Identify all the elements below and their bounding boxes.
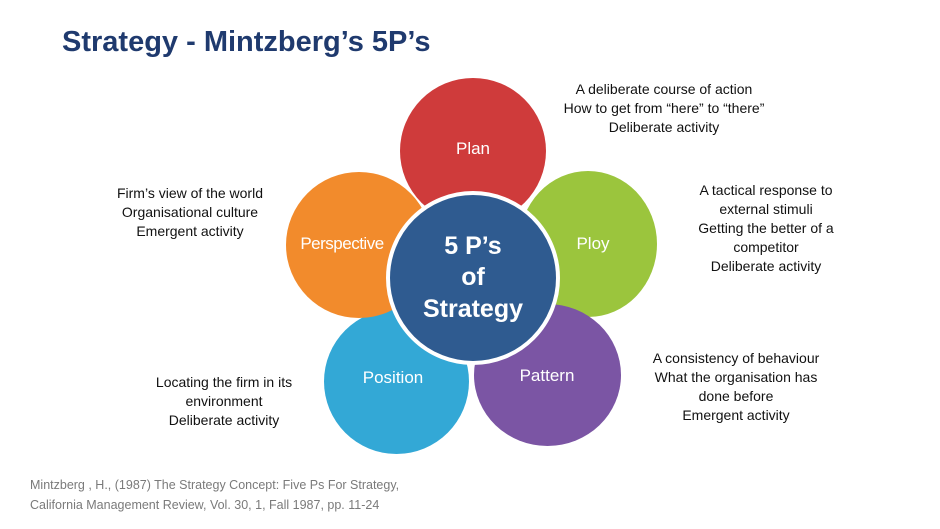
center-line-2: of	[461, 263, 485, 292]
description-line: environment	[185, 393, 263, 409]
description-line: Getting the better of a	[698, 220, 834, 236]
center-line-1: 5 P’s	[444, 232, 502, 261]
description-line: Organisational culture	[121, 204, 259, 220]
page-title: Strategy - Mintzberg’s 5P’s	[62, 26, 431, 58]
plan-label: Plan	[455, 139, 491, 158]
description-line: What the organisation has	[654, 369, 818, 385]
description-line: Firm’s view of the world	[116, 185, 263, 201]
description-line: Deliberate activity	[168, 412, 280, 428]
pattern-label: Pattern	[519, 366, 575, 385]
center-hub: 5 P’s of Strategy	[386, 191, 560, 365]
citation: Mintzberg , H., (1987) The Strategy Conc…	[30, 475, 399, 515]
citation-line-1: Mintzberg , H., (1987) The Strategy Conc…	[30, 478, 400, 492]
pattern-description: A consistency of behaviour What the orga…	[636, 349, 836, 425]
plan-description: A deliberate course of action How to get…	[544, 80, 784, 137]
description-line: done before	[698, 388, 774, 404]
ploy-description: A tactical response to external stimuli …	[680, 181, 852, 276]
citation-line-2: California Management Review, Vol. 30, 1…	[30, 498, 380, 512]
description-line: Locating the firm in its	[155, 374, 293, 390]
ploy-label: Ploy	[576, 234, 610, 253]
position-label: Position	[362, 368, 424, 387]
perspective-description: Firm’s view of the world Organisational …	[98, 184, 282, 241]
description-line: Emergent activity	[136, 223, 244, 239]
description-line: How to get from “here” to “there”	[563, 100, 765, 116]
description-line: Deliberate activity	[608, 119, 720, 135]
description-line: Deliberate activity	[710, 258, 822, 274]
description-line: competitor	[733, 239, 799, 255]
description-line: external stimuli	[719, 201, 813, 217]
center-line-3: Strategy	[422, 294, 524, 323]
perspective-label: Perspective	[300, 234, 384, 253]
description-line: A deliberate course of action	[575, 81, 753, 97]
description-line: A tactical response to	[699, 182, 833, 198]
description-line: A consistency of behaviour	[652, 350, 820, 366]
position-description: Locating the firm in its environment Del…	[138, 373, 310, 430]
description-line: Emergent activity	[682, 407, 790, 423]
